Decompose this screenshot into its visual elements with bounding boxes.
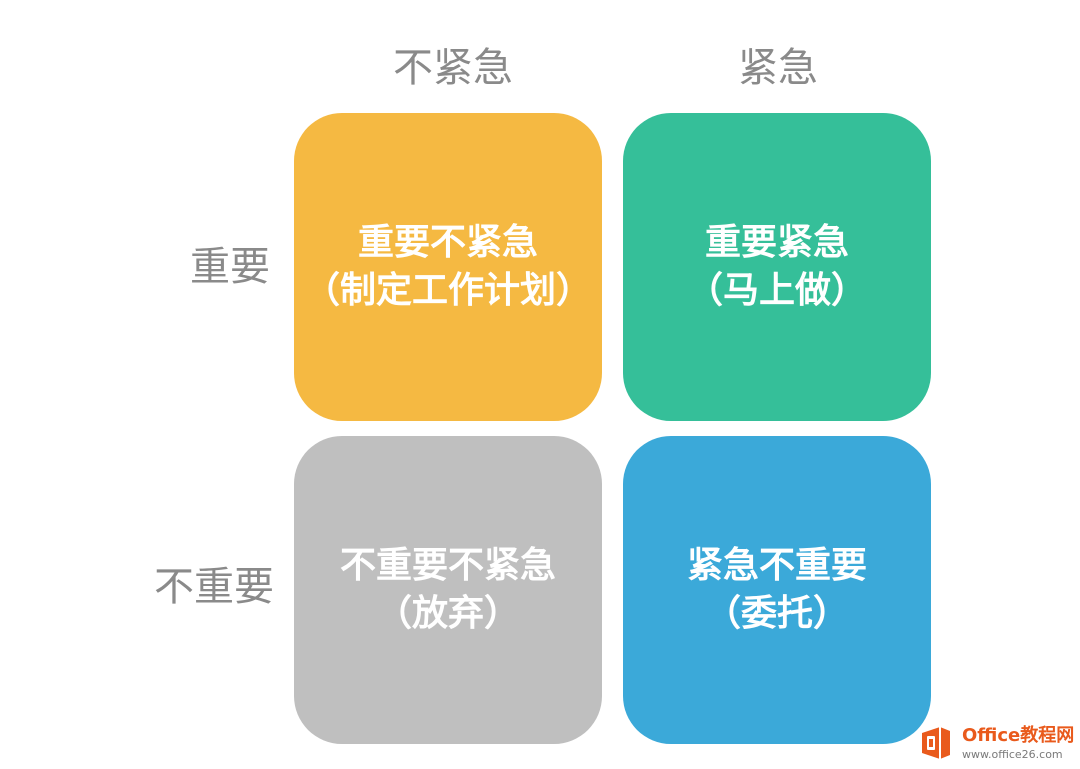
quadrant-urgent-not-important: 紧急不重要 （委托）: [623, 436, 931, 744]
row-header-not-important: 不重要: [154, 564, 274, 610]
quadrant-title: 重要不紧急: [357, 222, 538, 263]
quadrant-action: （制定工作计划）: [303, 270, 592, 311]
quadrant-not-important-not-urgent: 不重要不紧急 （放弃）: [294, 436, 602, 744]
quadrant-action: （委托）: [704, 593, 849, 634]
column-header-not-urgent: 不紧急: [393, 45, 513, 91]
quadrant-title: 紧急不重要: [686, 545, 867, 586]
watermark-title: Office教程网: [962, 724, 1075, 746]
quadrant-important-not-urgent: 重要不紧急 （制定工作计划）: [294, 113, 602, 421]
office-logo-icon: [918, 725, 954, 761]
watermark-text: Office教程网 www.office26.com: [962, 724, 1075, 761]
quadrant-title: 不重要不紧急: [339, 545, 556, 586]
quadrant-important-urgent: 重要紧急 （马上做）: [623, 113, 931, 421]
row-header-important: 重要: [190, 244, 270, 290]
quadrant-action: （马上做）: [686, 270, 867, 311]
watermark: Office教程网 www.office26.com: [918, 718, 1080, 768]
watermark-url: www.office26.com: [962, 747, 1063, 761]
quadrant-title: 重要紧急: [704, 222, 849, 263]
column-header-urgent: 紧急: [738, 45, 818, 91]
quadrant-action: （放弃）: [375, 593, 520, 634]
